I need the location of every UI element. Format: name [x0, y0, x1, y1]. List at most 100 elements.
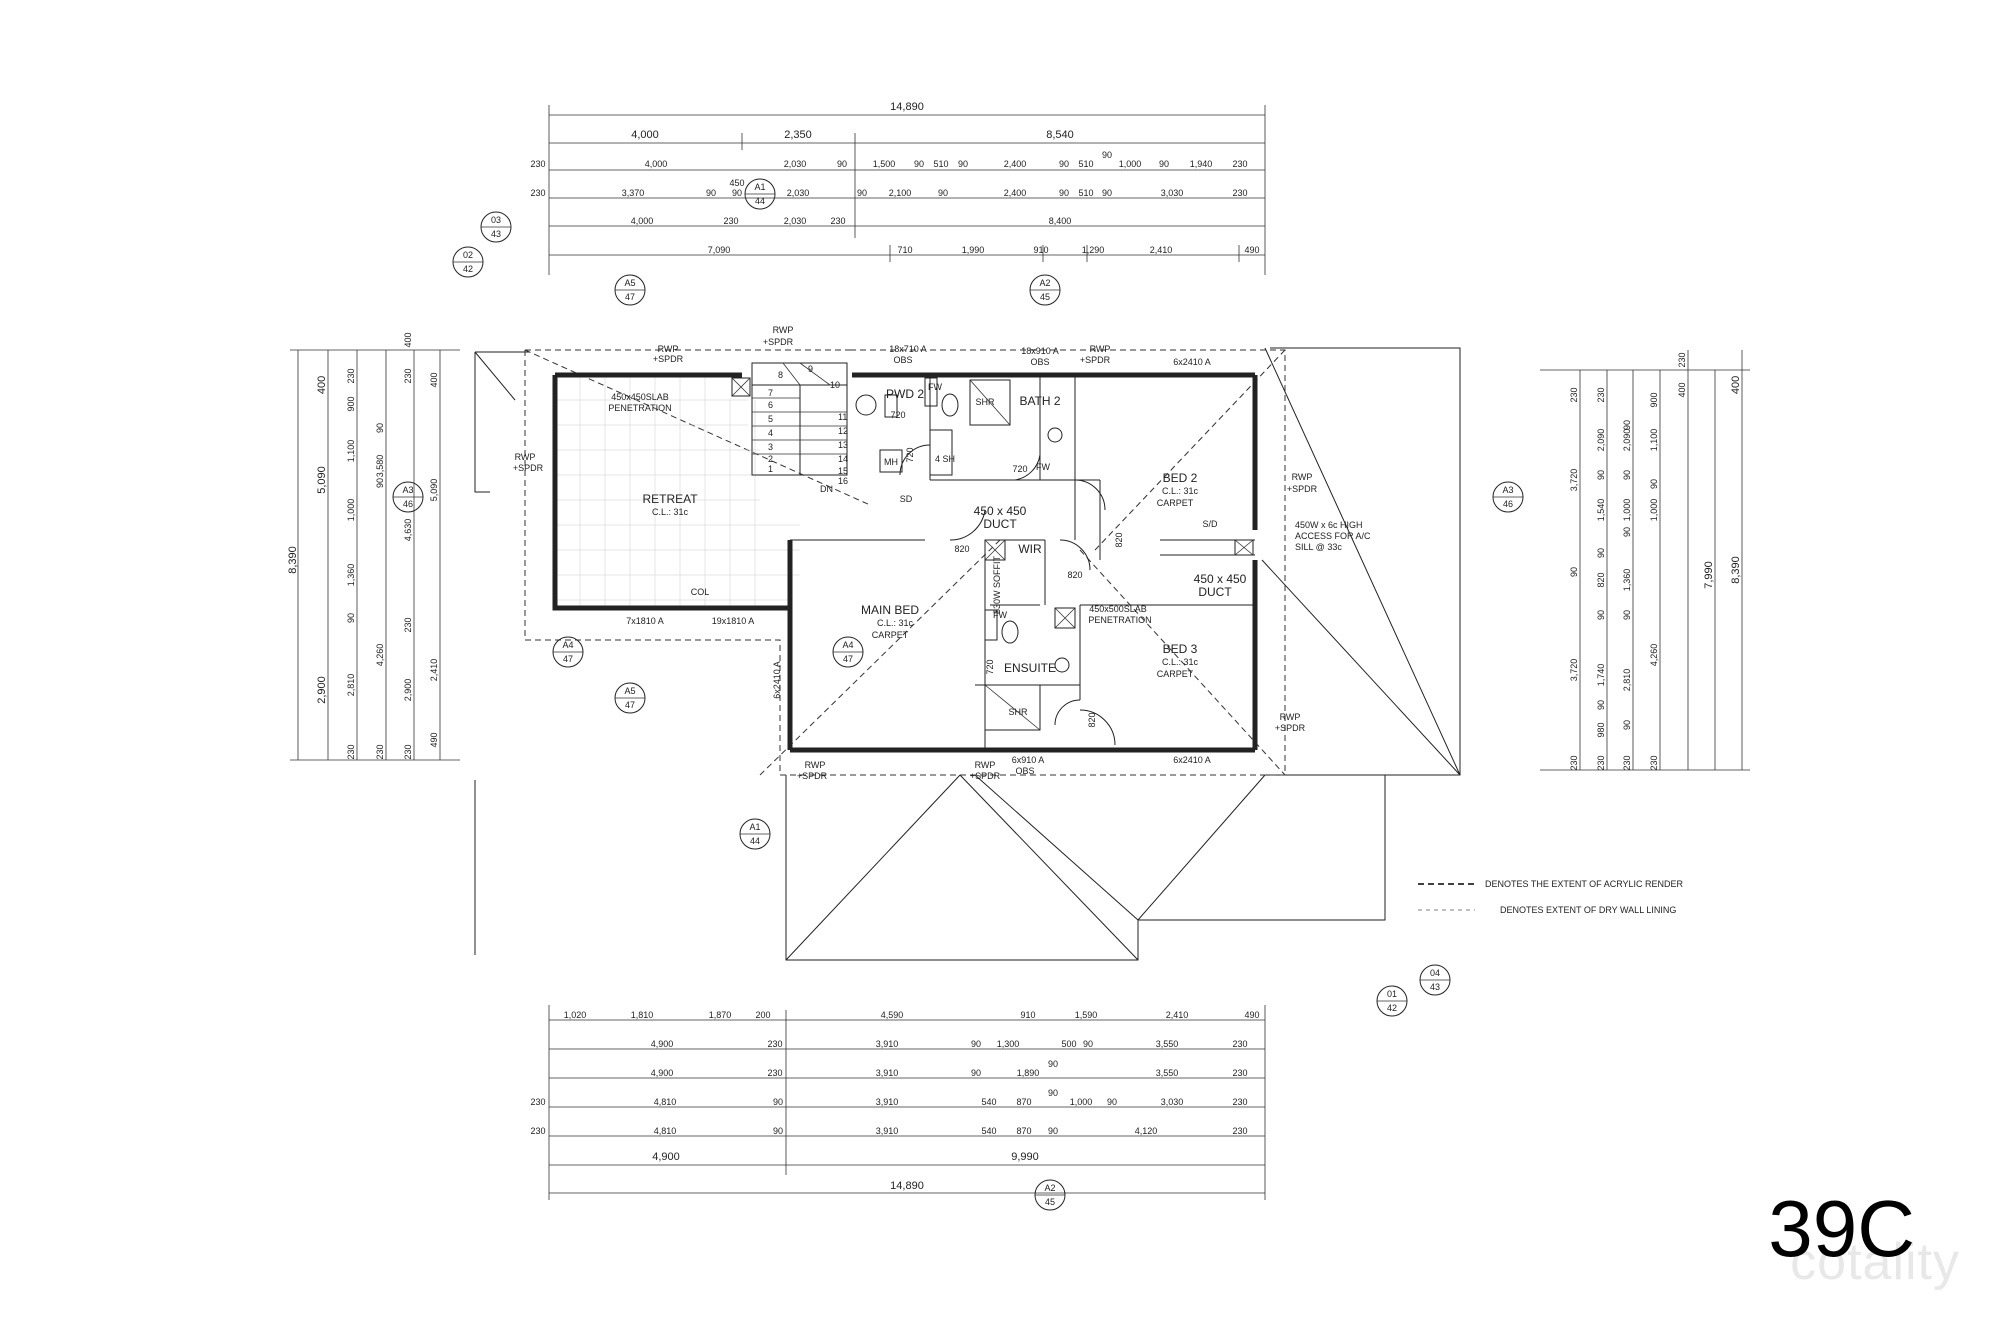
marker-top: A2 — [1039, 278, 1050, 288]
dim-right-2-8: 90 — [1622, 720, 1632, 730]
spdr-8: +SPDR — [970, 771, 1001, 781]
dim-top-4-0: 4,000 — [631, 216, 654, 226]
dim-bot-1-3: 90 — [971, 1039, 981, 1049]
section-marker: A4 47 — [552, 636, 584, 668]
d820-d: 820 — [1087, 712, 1097, 727]
bed3-cl: C.L.: 31c — [1162, 657, 1199, 667]
right-dimensions: 230 3,720 90 3,720 230 230 2,090 90 1,54… — [1540, 350, 1750, 771]
dim-bot-1-7: 3,550 — [1156, 1039, 1179, 1049]
window-6: 7x1810 A — [626, 616, 664, 626]
dim-right-5-0: 7,990 — [1703, 561, 1715, 589]
dim-left-5-2: 2,410 — [429, 659, 439, 682]
dim-bot-3-1: 4,810 — [654, 1097, 677, 1107]
sd-2: S/D — [1202, 519, 1218, 529]
dim-right-1-5: 820 — [1596, 572, 1606, 587]
dim-bot-0-5: 910 — [1020, 1010, 1035, 1020]
slab2-line2: PENETRATION — [1088, 615, 1151, 625]
dim-right-1-0: 230 — [1596, 387, 1606, 402]
dim-right-3-5: 230 — [1649, 755, 1659, 770]
dim-bot-2-1: 230 — [767, 1068, 782, 1078]
dim-bot-4-0: 230 — [530, 1126, 545, 1136]
dim-left-2-7: 230 — [346, 744, 356, 759]
dim-top-0-0: 14,890 — [890, 101, 924, 113]
dim-top-3-9: 2,400 — [1004, 188, 1027, 198]
duct2-line1: 450 x 450 — [1194, 572, 1247, 586]
dim-right-2-0: 90 — [1622, 420, 1632, 430]
dim-right-0-1: 3,720 — [1569, 469, 1579, 492]
stair-6: 6 — [768, 400, 773, 410]
stair-2: 2 — [768, 454, 773, 464]
duct2-line2: DUCT — [1198, 585, 1232, 599]
dim-top-5-3: 910 — [1033, 245, 1048, 255]
dim-bot-2-7: 230 — [1232, 1068, 1247, 1078]
spdr-1: +SPDR — [653, 354, 684, 364]
dim-left-4-2: 4,630 — [403, 519, 413, 542]
dim-top-3-7: 2,100 — [889, 188, 912, 198]
dim-right-1-1: 2,090 — [1596, 429, 1606, 452]
section-marker: A1 44 — [739, 818, 771, 850]
stair-9: 9 — [808, 364, 813, 374]
dim-top-3-3: 450 — [729, 178, 744, 188]
dim-right-2-7: 2,810 — [1622, 669, 1632, 692]
rwp-6: RWP — [1280, 712, 1301, 722]
marker-bottom: 47 — [563, 654, 573, 664]
section-marker: 03 43 — [480, 211, 512, 243]
dim-top-5-1: 710 — [897, 245, 912, 255]
dim-right-6-0: 8,390 — [1730, 556, 1742, 584]
sheet-number: 39C — [1768, 1184, 1915, 1273]
marker-top: A1 — [749, 822, 760, 832]
dim-left-1-0: 8,390 — [287, 546, 299, 574]
dim-top-3-5: 2,030 — [787, 188, 810, 198]
main-bed-name: MAIN BED — [861, 603, 919, 617]
wir-name: WIR — [1018, 542, 1042, 556]
marker-bottom: 43 — [1430, 982, 1440, 992]
dim-bot-3-4: 540 — [981, 1097, 996, 1107]
dim-top-3-4: 90 — [732, 188, 742, 198]
dim-bot-0-6: 1,590 — [1075, 1010, 1098, 1020]
retreat-cl: C.L.: 31c — [652, 507, 689, 517]
dim-top-2-5: 90 — [914, 159, 924, 169]
dim-bot-4-5: 870 — [1016, 1126, 1031, 1136]
dim-right-0-0: 230 — [1569, 387, 1579, 402]
bed3-name: BED 3 — [1163, 642, 1198, 656]
dim-bot-2-3: 90 — [971, 1068, 981, 1078]
dim-left-2-3: 1,000 — [346, 499, 356, 522]
section-marker: A4 47 — [832, 636, 864, 668]
d720-d: 720 — [985, 659, 995, 674]
bath2-name: BATH 2 — [1019, 394, 1060, 408]
col-label: COL — [691, 587, 710, 597]
marker-top: A2 — [1044, 1183, 1055, 1193]
dim-bot-3-2: 90 — [773, 1097, 783, 1107]
dim-bot-0-4: 4,590 — [881, 1010, 904, 1020]
dim-top-3-11: 510 — [1078, 188, 1093, 198]
shr-1: SHR — [975, 397, 995, 407]
bottom-dimensions: 1,020 1,810 1,870 200 4,590 910 1,590 2,… — [530, 1005, 1266, 1200]
section-marker: A5 47 — [614, 274, 646, 306]
dim-right-3-3: 1,000 — [1649, 499, 1659, 522]
bed2-cl: C.L.: 31c — [1162, 486, 1199, 496]
dim-bot-1-0: 4,900 — [651, 1039, 674, 1049]
dim-bot-1-1: 230 — [767, 1039, 782, 1049]
sd-1: SD — [900, 494, 913, 504]
dim-bot-3-3: 3,910 — [876, 1097, 899, 1107]
section-marker: A3 46 — [1492, 481, 1524, 513]
marker-bottom: 42 — [463, 264, 473, 274]
section-marker: 04 43 — [1419, 964, 1451, 996]
marker-bottom: 44 — [750, 836, 760, 846]
dim-bot-0-0: 1,020 — [564, 1010, 587, 1020]
dim-bot-5-0: 4,900 — [652, 1151, 680, 1163]
dim-bot-0-1: 1,810 — [631, 1010, 654, 1020]
marker-bottom: 47 — [625, 292, 635, 302]
window-3: 6x2410 A — [1173, 357, 1211, 367]
fixtures — [855, 377, 1254, 731]
pwd2-name: PWD 2 — [886, 387, 924, 401]
stair-11: 11 — [838, 412, 847, 422]
dim-top-5-4: 1,290 — [1082, 245, 1105, 255]
spdr-6: +SPDR — [1275, 723, 1306, 733]
dim-right-1-7: 1,740 — [1596, 664, 1606, 687]
doors — [899, 444, 1116, 746]
window-1: 18x710 A — [889, 344, 927, 354]
dim-bot-4-8: 230 — [1232, 1126, 1247, 1136]
dim-bot-3-8: 90 — [1107, 1097, 1117, 1107]
